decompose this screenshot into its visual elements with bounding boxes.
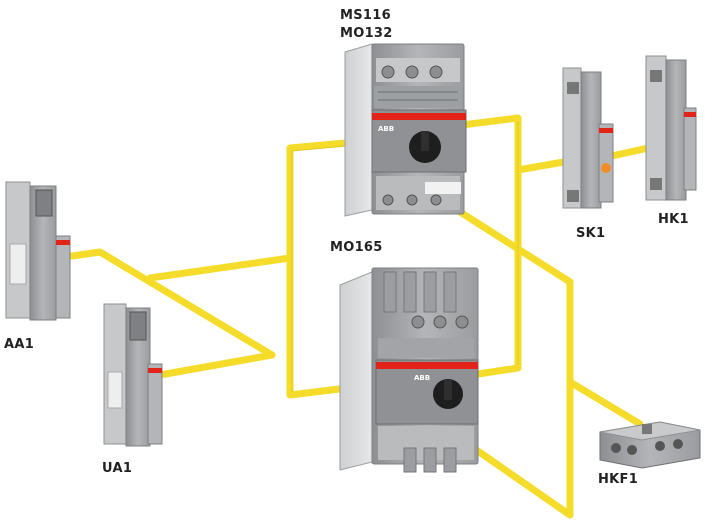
connector-aa1	[68, 248, 276, 359]
abb-red-band-2	[376, 362, 478, 369]
ms116-breaker: ABB	[344, 43, 467, 217]
connector-frame-left	[286, 136, 382, 399]
label-aa1: AA1	[4, 337, 35, 352]
connector-hkf1	[566, 378, 644, 428]
label-hkf1: HKF1	[598, 472, 639, 487]
connector-diagonal	[431, 192, 574, 519]
label-mo165: MO165	[330, 240, 383, 255]
abb-logo: ABB	[378, 125, 394, 133]
hkf1-contact	[599, 421, 701, 469]
label-mo132: MO132	[340, 26, 393, 41]
ua1-module	[103, 303, 163, 447]
abb-logo-2: ABB	[414, 374, 430, 382]
connector-aux-left	[146, 254, 294, 282]
sk1-contact	[562, 67, 614, 209]
connector-ua1	[156, 351, 276, 379]
aa1-module	[5, 181, 71, 321]
label-ms116: MS116	[340, 8, 391, 23]
label-ua1: UA1	[102, 461, 133, 476]
mo165-breaker: ABB	[339, 267, 479, 473]
hk1-contact	[645, 55, 697, 201]
abb-red-band	[372, 113, 466, 120]
orange-indicator	[601, 163, 611, 173]
label-sk1: SK1	[576, 226, 606, 241]
label-hk1: HK1	[658, 212, 689, 227]
